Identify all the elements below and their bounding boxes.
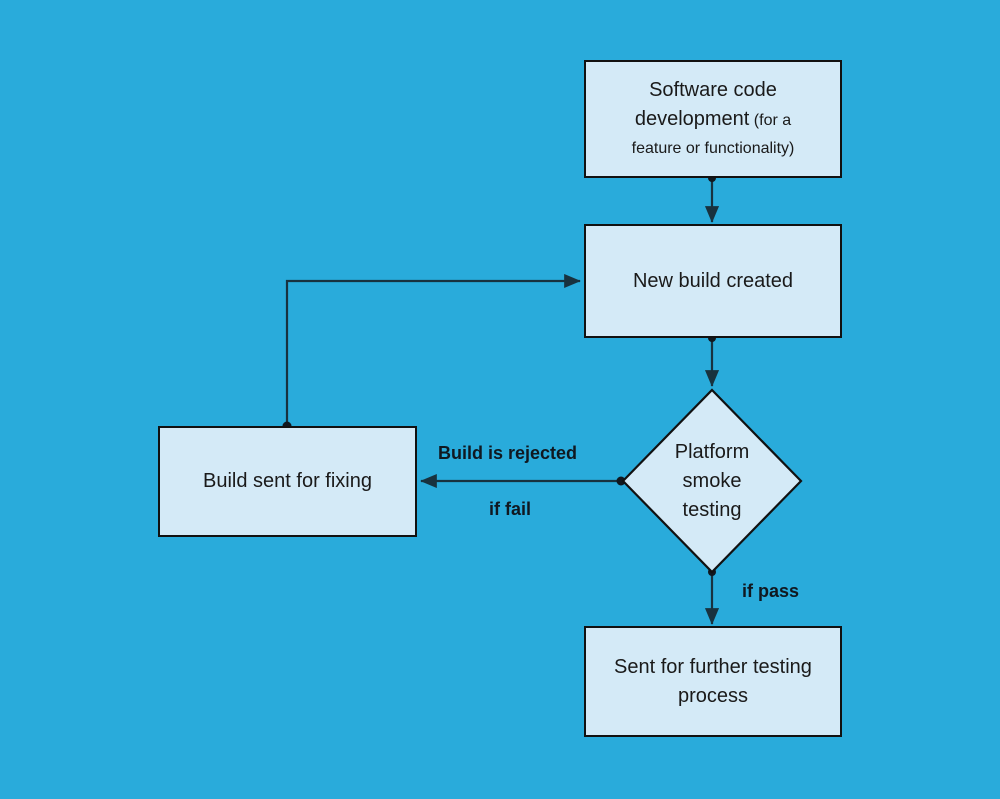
node-further-testing-line2: process (677, 684, 749, 707)
node-development-note2: feature or functionality) (631, 140, 795, 158)
node-smoke-line2: smoke (682, 469, 742, 492)
node-smoke-line3: testing (682, 498, 742, 521)
node-development-line1: Software code (649, 79, 777, 102)
node-build-sent-for-fixing[interactable]: Build sent for fixing (158, 426, 417, 537)
node-build-fixing-label: Build sent for fixing (203, 470, 372, 493)
node-development-text: Software code development (for a feature o… (596, 76, 830, 161)
edge-label-if-pass: if pass (742, 581, 800, 601)
node-smoke-line1: Platform (674, 440, 750, 463)
node-smoke-testing-text: Platform smoke testing (621, 388, 803, 574)
diamond-shape (621, 388, 803, 574)
edge-build-fixing-to-new-build (282, 273, 581, 431)
node-platform-smoke-testing[interactable]: Platform smoke testing (621, 388, 803, 574)
node-new-build-created[interactable]: New build created (584, 224, 842, 338)
node-development-note1: (for a (749, 111, 792, 129)
edge-new-build-to-smoke-testing (704, 334, 720, 387)
edge-smoke-testing-to-further-testing (704, 568, 720, 625)
node-further-testing-text: Sent for further testing process (596, 653, 830, 710)
node-new-build-label: New build created (632, 269, 794, 292)
edge-label-build-is-rejected: Build is rejected (438, 443, 578, 463)
edge-development-to-new-build (704, 174, 720, 223)
edge-label-if-fail: if fail (489, 499, 532, 519)
edge-smoke-testing-to-build-fixing (420, 473, 626, 489)
node-development-line2: development (634, 107, 750, 130)
node-sent-for-further-testing[interactable]: Sent for further testing process (584, 626, 842, 737)
node-further-testing-line1: Sent for further testing (614, 656, 812, 679)
node-software-code-development[interactable]: Software code development (for a feature o… (584, 60, 842, 178)
